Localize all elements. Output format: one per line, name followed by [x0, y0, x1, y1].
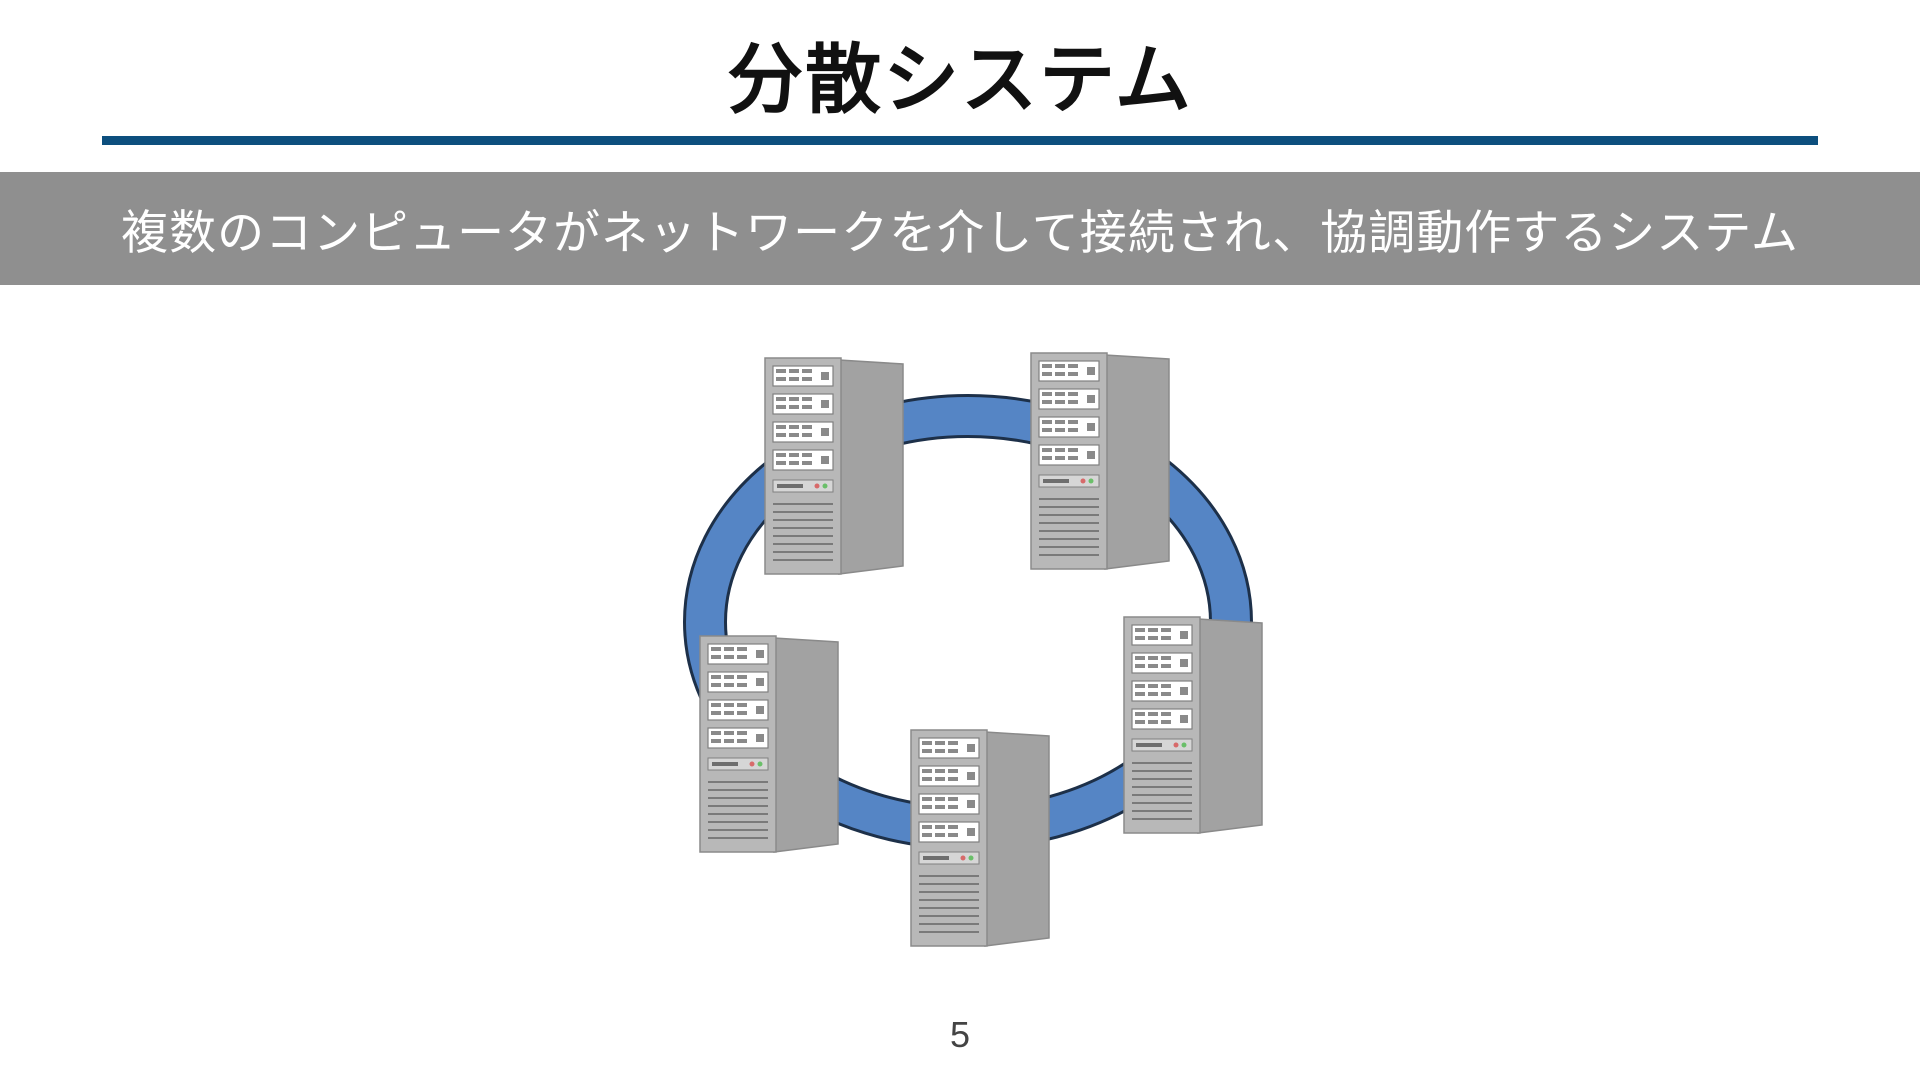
definition-banner: 複数のコンピュータがネットワークを介して接続され、協調動作するシステム: [0, 172, 1920, 285]
title-underline: [102, 136, 1818, 145]
server-tower-icon: [1123, 616, 1263, 834]
server-tower-icon: [699, 635, 839, 853]
server-tower-icon: [1030, 352, 1170, 570]
page-number: 5: [949, 1014, 971, 1055]
server-tower-icon: [764, 357, 904, 575]
server-tower-icon: [910, 729, 1050, 947]
definition-text: 複数のコンピュータがネットワークを介して接続され、協調動作するシステム: [121, 206, 1799, 261]
slide-title: 分散システム: [727, 35, 1193, 124]
